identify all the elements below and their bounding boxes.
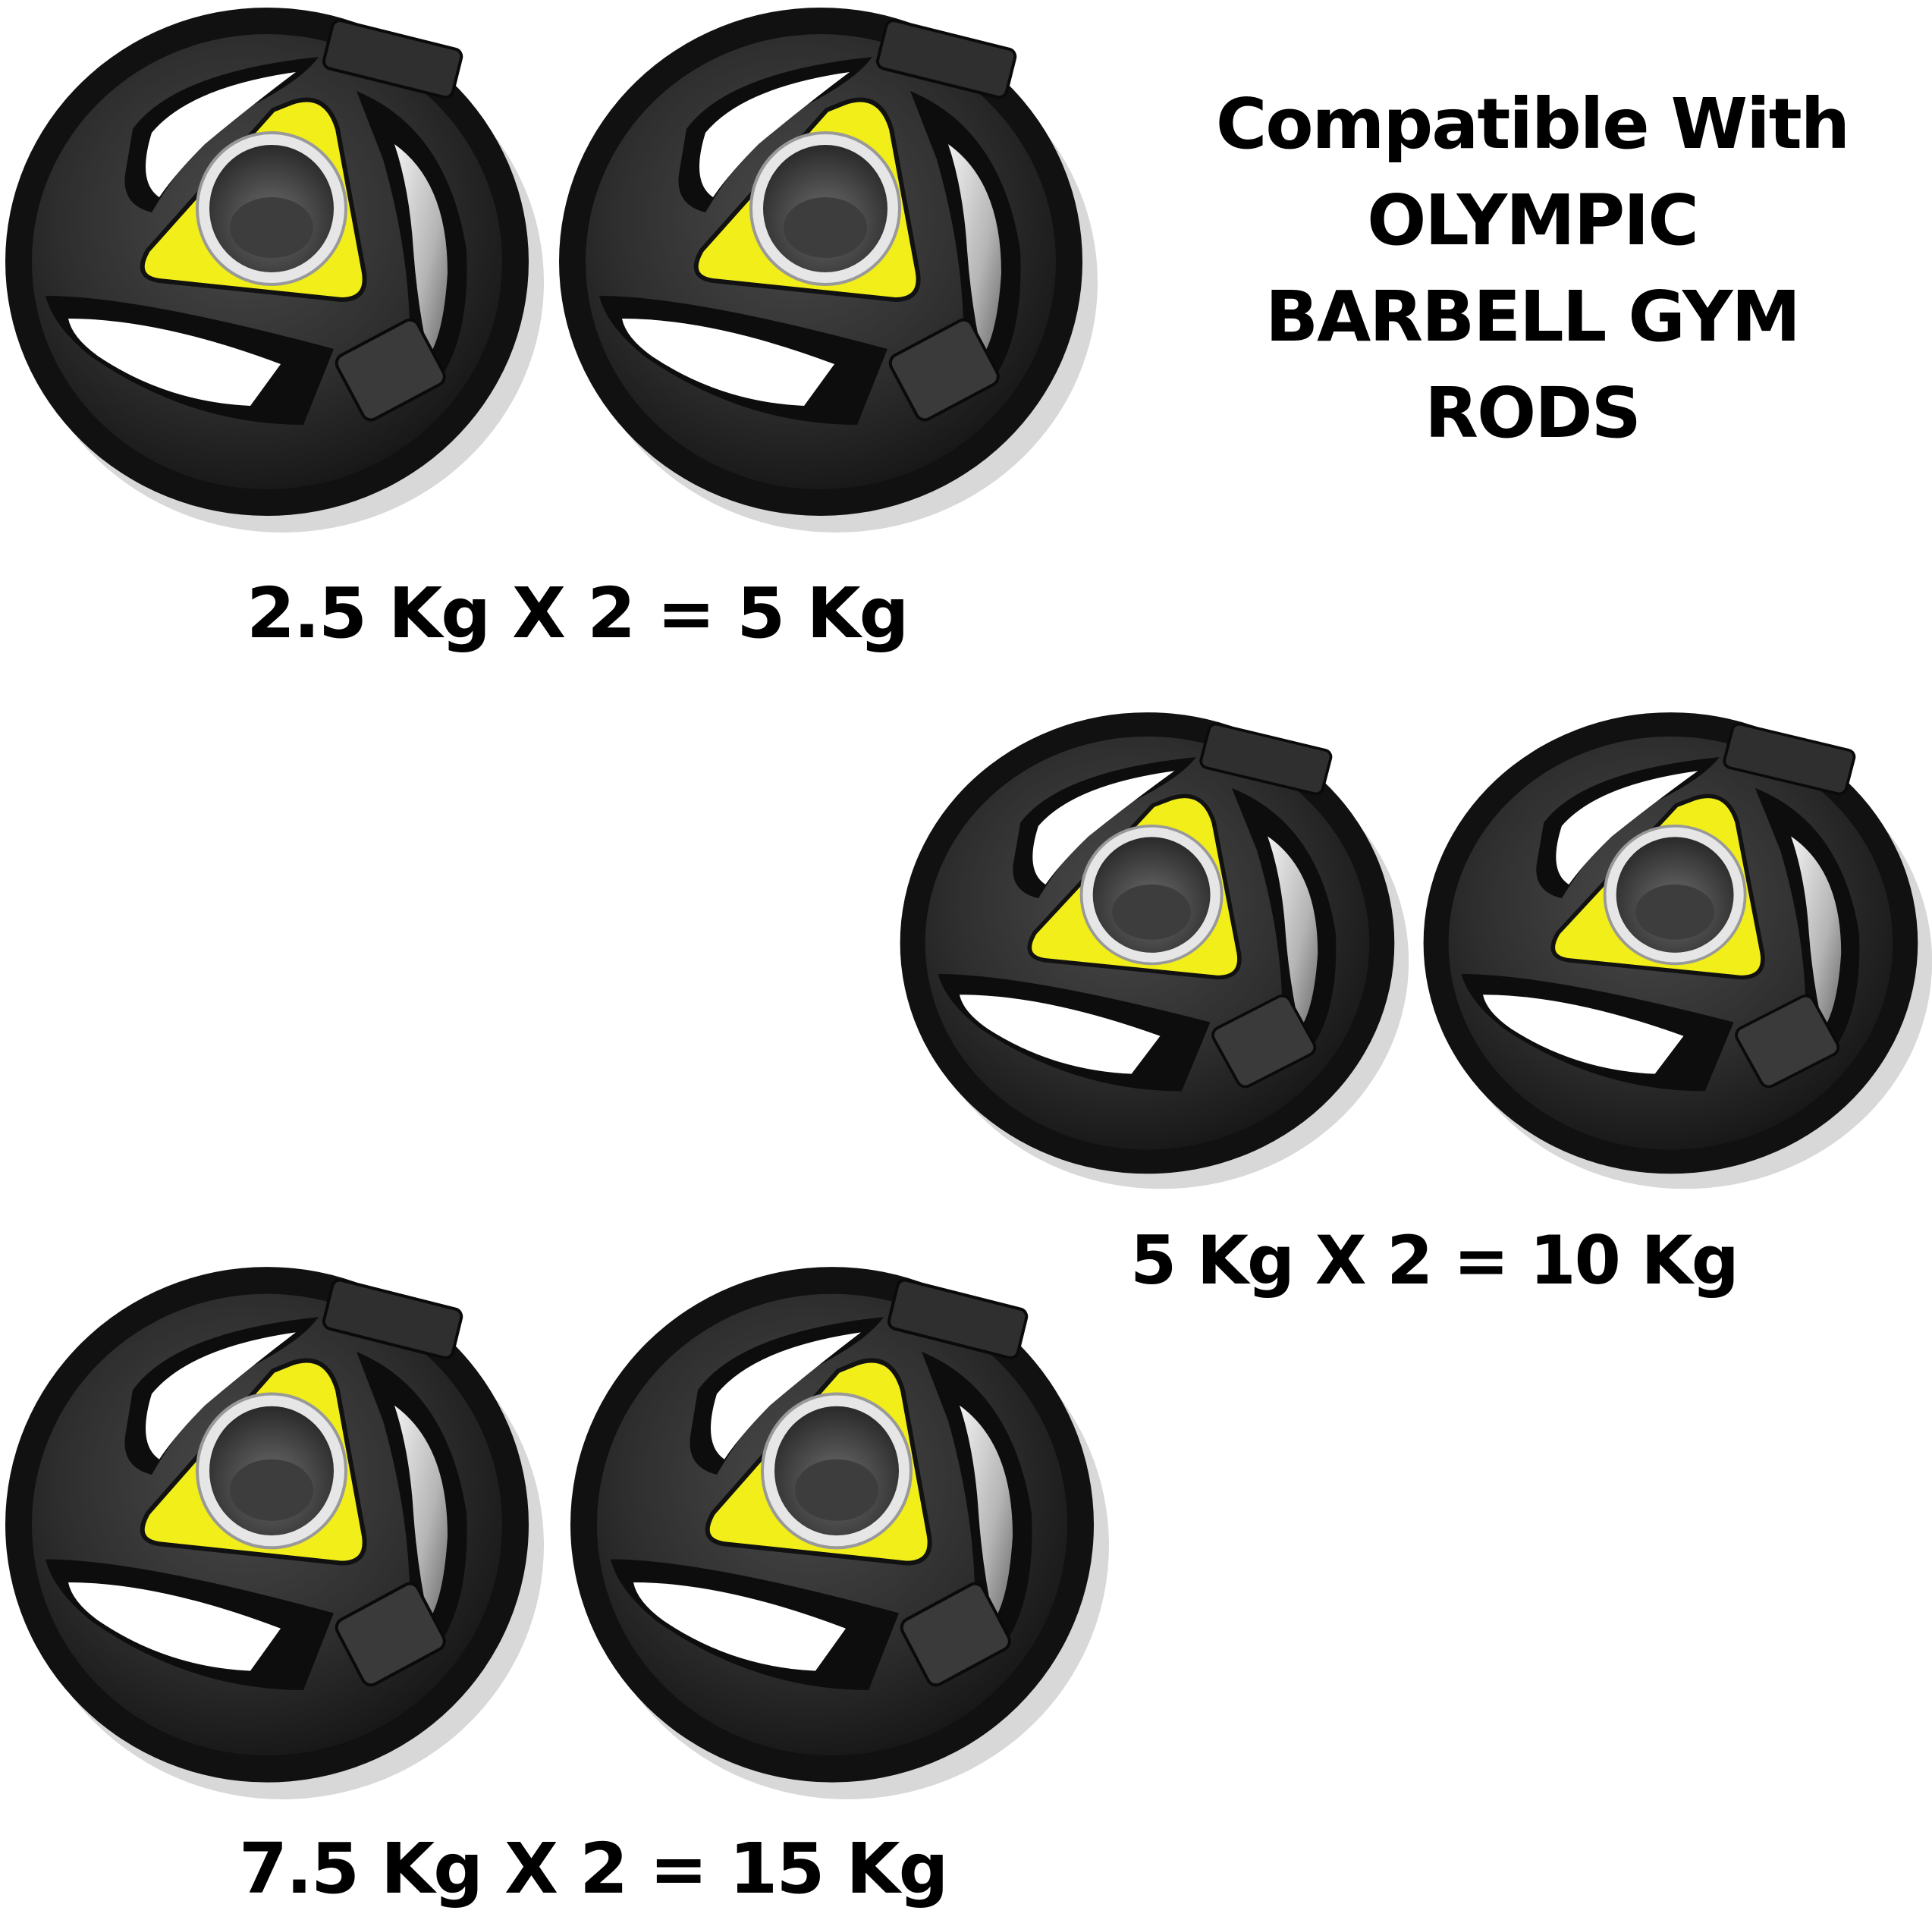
plate-2-5kg-right — [554, 0, 1100, 535]
plate-5kg-right — [1418, 705, 1932, 1191]
title-line-4: RODS — [1425, 372, 1641, 454]
compatibility-title: Compatible With OLYMPIC BARBELL GYM RODS — [1161, 76, 1904, 461]
weight-plate-icon — [1418, 705, 1932, 1191]
weight-plate-icon — [895, 705, 1411, 1191]
weight-plate-icon — [0, 0, 546, 535]
weight-plate-icon — [554, 0, 1100, 535]
plate-2-5kg-left — [0, 0, 546, 535]
set-caption-2-5kg: 2.5 Kg X 2 = 5 Kg — [247, 573, 909, 654]
title-line-1: Compatible With — [1215, 83, 1850, 165]
plate-7-5kg-left — [0, 1259, 546, 1802]
weight-plate-icon — [0, 1259, 546, 1802]
weight-plate-icon — [565, 1259, 1111, 1802]
title-line-2: OLYMPIC — [1367, 180, 1699, 261]
set-caption-5kg: 5 Kg X 2 = 10 Kg — [1130, 1221, 1739, 1299]
set-caption-7-5kg: 7.5 Kg X 2 = 15 Kg — [239, 1828, 949, 1909]
plate-5kg-left — [895, 705, 1411, 1191]
title-line-3: BARBELL GYM — [1264, 276, 1801, 357]
plate-7-5kg-right — [565, 1259, 1111, 1802]
